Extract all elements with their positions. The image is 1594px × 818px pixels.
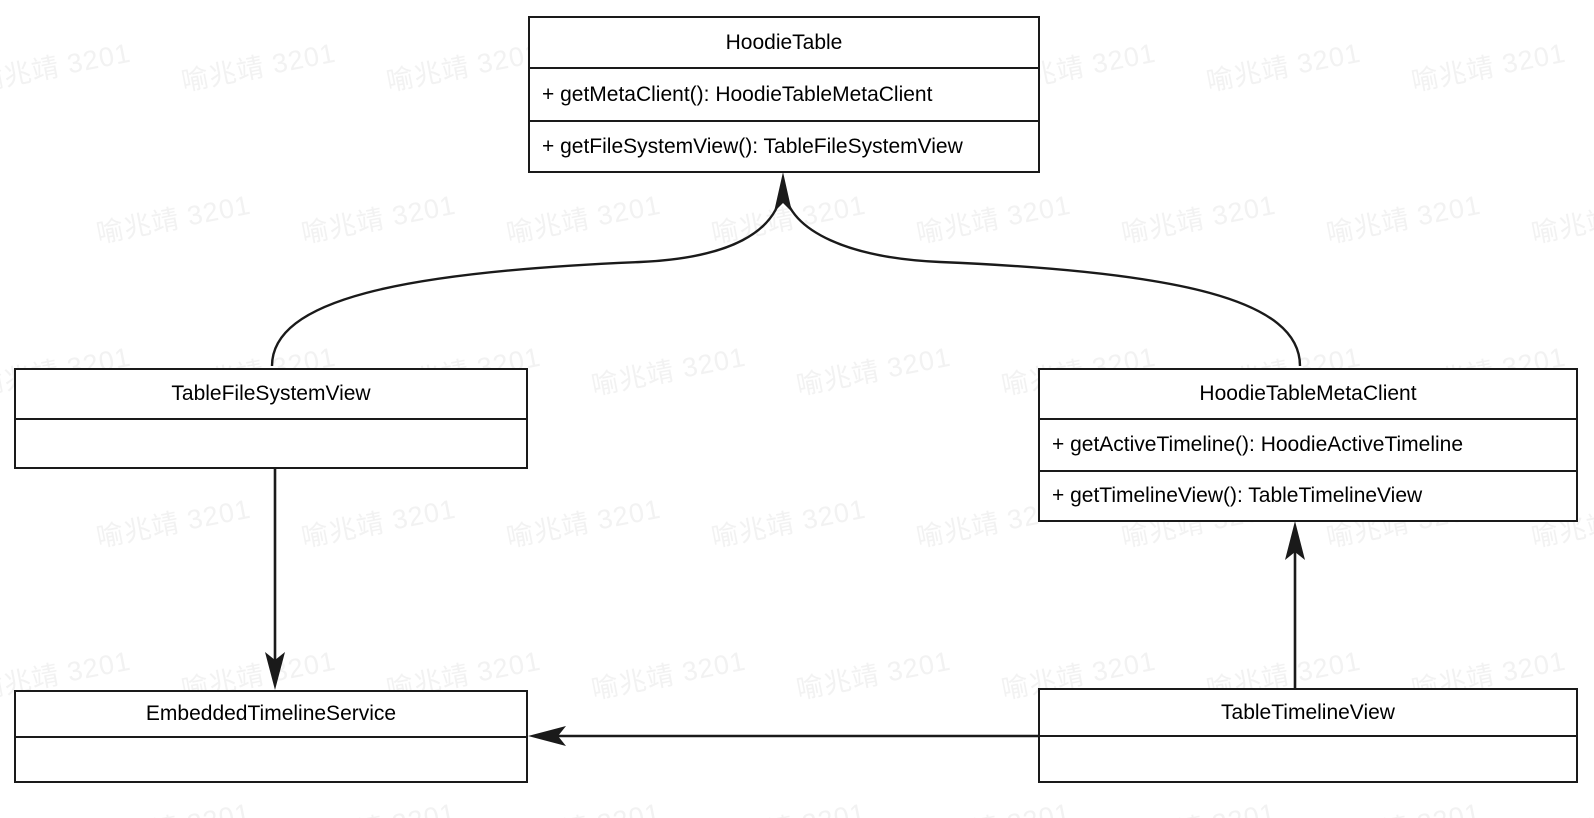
watermark-text: 喻兆靖 3201 <box>793 341 954 402</box>
watermark-text: 喻兆靖 3201 <box>93 791 254 818</box>
class-members-hoodie-table-meta-client: + getActiveTimeline(): HoodieActiveTimel… <box>1040 420 1576 520</box>
edge-tabletimelineview-to-hoodietablemetaclient <box>1285 521 1305 688</box>
watermark-text: 喻兆靖 3201 <box>588 645 749 706</box>
watermark-text: 喻兆靖 3201 <box>298 189 459 250</box>
watermark-text: 喻兆靖 3201 <box>1408 37 1569 98</box>
class-box-hoodie-table[interactable]: HoodieTable + getMetaClient(): HoodieTab… <box>528 16 1040 173</box>
watermark-text: 喻兆靖 3201 <box>0 37 134 98</box>
watermark-text: 喻兆靖 3201 <box>1528 791 1594 818</box>
class-members-hoodie-table: + getMetaClient(): HoodieTableMetaClient… <box>530 69 1038 171</box>
watermark-text: 喻兆靖 3201 <box>298 493 459 554</box>
class-name-table-file-system-view: TableFileSystemView <box>16 370 526 420</box>
class-members-embedded-timeline-service <box>16 738 526 781</box>
watermark-text: 喻兆靖 3201 <box>298 791 459 818</box>
class-box-hoodie-table-meta-client[interactable]: HoodieTableMetaClient + getActiveTimelin… <box>1038 368 1578 522</box>
class-box-table-file-system-view[interactable]: TableFileSystemView <box>14 368 528 469</box>
watermark-text: 喻兆靖 3201 <box>1323 791 1484 818</box>
watermark-text: 喻兆靖 3201 <box>913 189 1074 250</box>
watermark-text: 喻兆靖 3201 <box>503 493 664 554</box>
class-name-table-timeline-view: TableTimelineView <box>1040 690 1576 737</box>
class-members-table-timeline-view <box>1040 737 1576 781</box>
watermark-text: 喻兆靖 3201 <box>1203 37 1364 98</box>
watermark-text: 喻兆靖 3201 <box>383 37 544 98</box>
class-box-table-timeline-view[interactable]: TableTimelineView <box>1038 688 1578 783</box>
class-members-table-file-system-view <box>16 420 526 467</box>
watermark-text: 喻兆靖 3201 <box>503 189 664 250</box>
watermark-text: 喻兆靖 3201 <box>1323 189 1484 250</box>
class-member: + getFileSystemView(): TableFileSystemVi… <box>530 120 1038 171</box>
class-name-embedded-timeline-service: EmbeddedTimelineService <box>16 692 526 738</box>
watermark-text: 喻兆靖 3201 <box>1528 190 1594 250</box>
watermark-text: 喻兆靖 3201 <box>1118 791 1279 818</box>
class-member: + getTimelineView(): TableTimelineView <box>1040 470 1576 520</box>
edge-tablefilesystemview-to-hoodietable <box>270 189 784 367</box>
class-name-hoodie-table: HoodieTable <box>530 18 1038 69</box>
edge-hoodietablemetaclient-to-hoodietable <box>782 189 1302 367</box>
watermark-text: 喻兆靖 3201 <box>708 189 869 250</box>
watermark-text: 喻兆靖 3201 <box>793 645 954 706</box>
watermark-text: 喻兆靖 3201 <box>93 493 254 554</box>
arrowhead-into-hoodietable <box>774 172 792 212</box>
class-member: + getActiveTimeline(): HoodieActiveTimel… <box>1052 433 1464 456</box>
watermark-text: 喻兆靖 3201 <box>708 791 869 818</box>
watermark-text: 喻兆靖 3201 <box>708 493 869 554</box>
watermark-text: 喻兆靖 3201 <box>178 37 339 98</box>
edge-tablefilesystemview-to-embeddedtimelineservice <box>265 469 285 690</box>
watermark-text: 喻兆靖 3201 <box>1118 189 1279 250</box>
class-member: + getMetaClient(): HoodieTableMetaClient <box>542 82 933 106</box>
watermark-text: 喻兆靖 3201 <box>503 791 664 818</box>
class-box-embedded-timeline-service[interactable]: EmbeddedTimelineService <box>14 690 528 783</box>
watermark-text: 喻兆靖 3201 <box>588 341 749 402</box>
watermark-text: 喻兆靖 3201 <box>913 791 1074 818</box>
class-name-hoodie-table-meta-client: HoodieTableMetaClient <box>1040 370 1576 420</box>
watermark-text: 喻兆靖 3201 <box>93 189 254 250</box>
